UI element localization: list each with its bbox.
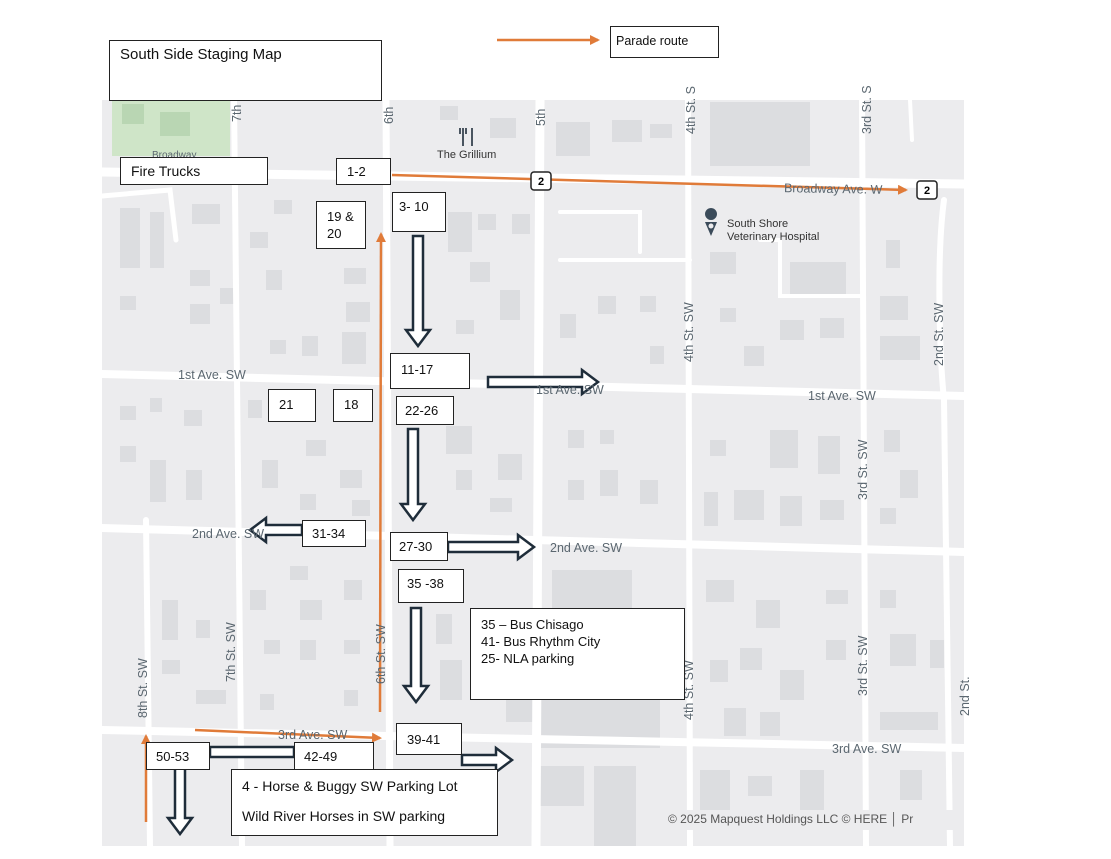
staging-arrows bbox=[165, 234, 601, 837]
staging-arrow-down bbox=[165, 766, 195, 837]
street-label: 6th St. SW bbox=[374, 624, 388, 684]
road-2nd bbox=[936, 197, 953, 849]
bus-parking-note: 35 – Bus Chisago 41- Bus Rhythm City 25-… bbox=[470, 608, 685, 700]
staging-39-41: 39-41 bbox=[396, 723, 462, 755]
street-label: 8th St. SW bbox=[136, 658, 150, 718]
street-label: 1st Ave. SW bbox=[808, 389, 876, 403]
svg-text:2: 2 bbox=[924, 185, 930, 197]
street-label: 5th bbox=[534, 108, 548, 126]
restaurant-icon bbox=[459, 128, 473, 146]
road-6th bbox=[382, 96, 394, 850]
street-label: 3rd St. SW bbox=[856, 439, 870, 500]
map-attribution: © 2025 Mapquest Holdings LLC © HERE │ Pr bbox=[668, 812, 914, 826]
road-vet bbox=[758, 238, 862, 298]
street-label: 3rd Ave. SW bbox=[278, 728, 348, 742]
street-label: 3rd St. SW bbox=[856, 635, 870, 696]
street-label: 7th bbox=[230, 104, 244, 122]
staging-arrow-down bbox=[401, 606, 431, 705]
svg-text:2: 2 bbox=[538, 176, 544, 188]
staging-arrow-left bbox=[208, 745, 296, 759]
street-label: 2nd St. bbox=[958, 676, 972, 716]
map-title: South Side Staging Map bbox=[109, 40, 382, 101]
road-5th bbox=[531, 95, 545, 851]
legend-label: Parade route bbox=[610, 26, 719, 58]
road-east-top bbox=[908, 98, 914, 142]
street-label: 2nd St. SW bbox=[932, 302, 946, 366]
horse-parking-note: 4 - Horse & Buggy SW Parking Lot Wild Ri… bbox=[231, 769, 498, 836]
street-label: 1st Ave. SW bbox=[178, 368, 246, 382]
street-label: 4th St. SW bbox=[682, 302, 696, 362]
road-alley bbox=[558, 210, 642, 254]
street-label: 3rd St. S bbox=[860, 85, 874, 134]
staging-arrow-right bbox=[460, 745, 515, 775]
staging-35-38: 35 -38 bbox=[398, 569, 464, 603]
staging-31-34: 31-34 bbox=[302, 520, 366, 547]
staging-21: 21 bbox=[268, 389, 316, 422]
staging-arrow-right bbox=[446, 532, 537, 562]
street-label: Broadway bbox=[152, 150, 197, 161]
map-pin-icon bbox=[705, 208, 718, 236]
street-label: 2nd Ave. SW bbox=[192, 527, 265, 541]
road-3rd bbox=[859, 97, 869, 849]
staging-arrow-down bbox=[403, 234, 433, 349]
street-label: 7th St. SW bbox=[224, 622, 238, 682]
staging-fire-trucks: Fire Trucks bbox=[120, 157, 268, 185]
park-building bbox=[160, 112, 190, 136]
route-shield-icon: 2 bbox=[916, 180, 938, 200]
route-shield-icon: 2 bbox=[530, 171, 552, 191]
staging-42-49: 42-49 bbox=[294, 742, 374, 770]
street-label: 4th St. S bbox=[684, 86, 698, 134]
staging-arrow-right bbox=[486, 367, 601, 397]
staging-19-20: 19 & 20 bbox=[316, 201, 366, 249]
parade-route bbox=[141, 35, 908, 822]
route-broadway bbox=[391, 173, 908, 195]
road-8th bbox=[143, 517, 153, 849]
poi-label: South Shore Veterinary Hospital bbox=[727, 218, 820, 243]
staging-arrow-down bbox=[398, 427, 428, 523]
street-label: 6th bbox=[382, 106, 396, 124]
street-label: Broadway Ave. W bbox=[783, 181, 883, 197]
staging-1-2: 1-2 bbox=[336, 158, 391, 185]
staging-arrow-left bbox=[247, 515, 304, 545]
staging-27-30: 27-30 bbox=[390, 532, 448, 561]
staging-18: 18 bbox=[333, 389, 373, 422]
route-third-ave bbox=[194, 728, 382, 743]
staging-22-26: 22-26 bbox=[396, 396, 454, 425]
road-second-ave bbox=[98, 524, 968, 556]
staging-3-10: 3- 10 bbox=[392, 192, 446, 232]
street-label: 1st Ave. SW bbox=[536, 383, 604, 397]
poi-label: The Grillium bbox=[437, 149, 497, 161]
route-6th bbox=[375, 232, 386, 713]
road-4th bbox=[685, 97, 693, 849]
road-upper-left bbox=[99, 187, 179, 243]
staging-50-53: 50-53 bbox=[146, 742, 210, 770]
park-building bbox=[122, 104, 144, 124]
staging-11-17: 11-17 bbox=[390, 353, 470, 389]
street-label: 3rd Ave. SW bbox=[832, 742, 902, 756]
road-7th bbox=[231, 97, 245, 849]
street-label: 2nd Ave. SW bbox=[550, 541, 623, 555]
